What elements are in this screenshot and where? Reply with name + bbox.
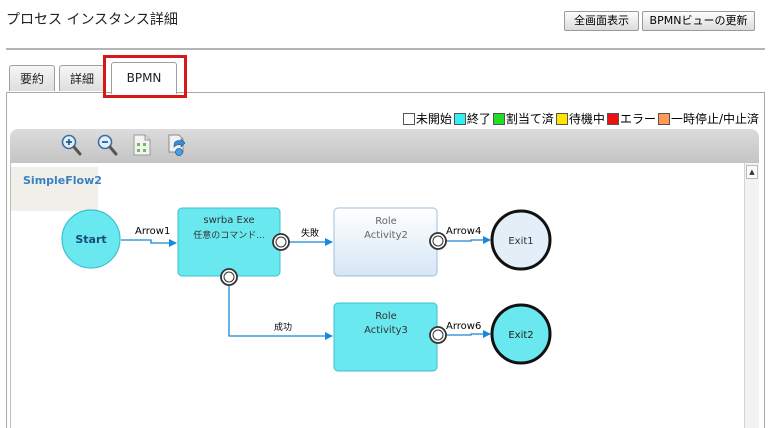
arrow1-connector[interactable] xyxy=(121,239,177,247)
task1-subtitle: 任意のコマンド... xyxy=(193,229,265,241)
boundary-inner-ring xyxy=(432,235,444,247)
zoom-out-icon[interactable] xyxy=(96,133,118,157)
flow-name: SimpleFlow2 xyxy=(23,174,102,187)
boundary-inner-ring xyxy=(223,271,235,283)
task-swrba-exe[interactable]: swrba Exe 任意のコマンド... xyxy=(177,207,281,277)
zoom-in-icon[interactable] xyxy=(60,133,82,157)
legend-completed: 終了 xyxy=(453,110,491,127)
arrow4-connector[interactable] xyxy=(446,236,491,244)
exit1-label: Exit1 xyxy=(508,236,533,247)
fullscreen-button[interactable]: 全画面表示 xyxy=(564,11,639,31)
task3-subtitle: Activity3 xyxy=(364,325,408,336)
legend-error: エラー xyxy=(606,110,656,127)
fail-label: 失敗 xyxy=(301,227,319,239)
bpmn-tab-highlight xyxy=(103,55,187,98)
scroll-up-icon[interactable]: ▲ xyxy=(746,165,758,179)
task1-title: swrba Exe xyxy=(203,215,254,226)
arrow4-label: Arrow4 xyxy=(446,226,481,237)
fit-to-page-icon[interactable] xyxy=(131,133,153,157)
task1-boundary-event-fail[interactable] xyxy=(272,233,290,251)
task3-boundary-event[interactable] xyxy=(429,326,447,344)
legend-swatch xyxy=(606,112,619,125)
task2-subtitle: Activity2 xyxy=(364,230,408,241)
legend-suspended: 一時停止/中止済 xyxy=(657,110,759,127)
boundary-inner-ring xyxy=(432,329,444,341)
legend-assigned: 割当て済 xyxy=(492,110,554,127)
exit2-label: Exit2 xyxy=(508,330,533,341)
success-label: 成功 xyxy=(274,321,292,333)
task1-boundary-event-success[interactable] xyxy=(220,268,238,286)
tab-bpmn[interactable]: BPMN xyxy=(111,62,177,94)
boundary-inner-ring xyxy=(275,236,287,248)
legend-swatch xyxy=(453,112,466,125)
exit1-end-event[interactable]: Exit1 xyxy=(490,209,552,271)
page-title: プロセス インスタンス詳細 xyxy=(6,12,178,28)
arrow6-connector[interactable] xyxy=(446,330,491,338)
legend-swatch xyxy=(402,112,415,125)
arrow6-label: Arrow6 xyxy=(446,321,481,332)
legend-not-started: 未開始 xyxy=(402,110,452,127)
status-legend: 未開始 終了 割当て済 待機中 エラー 一時停止/中止済 xyxy=(401,110,759,127)
header-divider xyxy=(6,48,765,50)
bpmn-diagram: Arrow1 失敗 成功 Arrow4 Arrow6 Start swrba E… xyxy=(61,207,552,372)
task-role-activity2[interactable]: Role Activity2 xyxy=(333,207,438,277)
exit2-end-event[interactable]: Exit2 xyxy=(490,303,552,365)
start-label: Start xyxy=(75,233,106,246)
task-role-activity3[interactable]: Role Activity3 xyxy=(333,302,438,372)
start-event[interactable]: Start xyxy=(61,209,121,269)
task2-boundary-event[interactable] xyxy=(429,232,447,250)
bpmn-toolbar xyxy=(10,129,759,163)
legend-swatch xyxy=(492,112,505,125)
tab-summary[interactable]: 要約 xyxy=(9,65,55,91)
update-bpmn-view-button[interactable]: BPMNビューの更新 xyxy=(642,11,755,31)
tab-detail[interactable]: 詳細 xyxy=(59,65,105,91)
task3-title: Role xyxy=(375,311,397,322)
success-connector[interactable] xyxy=(228,285,333,340)
task2-title: Role xyxy=(375,216,397,227)
export-icon[interactable] xyxy=(166,133,188,157)
flow-name-label: SimpleFlow2 xyxy=(11,167,102,211)
legend-swatch xyxy=(555,112,568,125)
bpmn-canvas: SimpleFlow2 Arrow1 失敗 成功 Arrow4 Arrow6 S… xyxy=(10,163,759,428)
legend-waiting: 待機中 xyxy=(555,110,605,127)
arrow1-label: Arrow1 xyxy=(135,226,170,237)
vertical-scrollbar[interactable]: ▲ xyxy=(744,163,759,428)
legend-swatch xyxy=(657,112,670,125)
